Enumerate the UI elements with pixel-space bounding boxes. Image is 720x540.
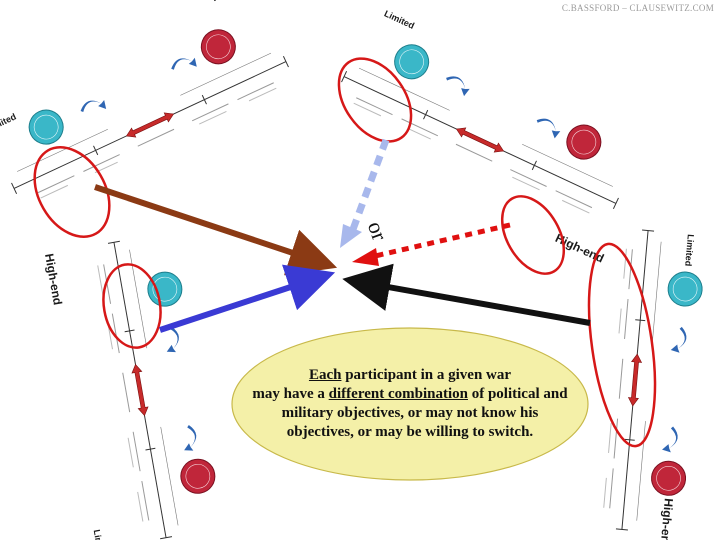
brown-arrow [94, 184, 338, 276]
spectrum-panel-top-left: Limited High-end [0, 0, 295, 208]
high-end-label: High-end [42, 253, 65, 307]
highlight-ellipse-center-right [500, 195, 566, 275]
black-arrow [342, 263, 591, 326]
caption-line1-rest: participant in a given war [341, 367, 512, 383]
highlight-ellipse-top-right [337, 57, 413, 143]
high-end-label: High-end [657, 498, 675, 540]
caption-emphasis-combination: different combination [328, 386, 468, 402]
credit-text: C.BASSFORD – CLAUSEWITZ.COM [561, 3, 714, 13]
caption-line4: objectives, or may be willing to switch. [286, 424, 534, 440]
dashed-lightblue-arrowhead [340, 224, 362, 248]
blue-arrow [159, 264, 336, 333]
caption-line2-a: may have a [252, 386, 329, 402]
limited-label: Limited [683, 234, 696, 267]
spectrum-panel-bottom-left: High-end Limited [42, 231, 225, 540]
highlight-ellipse-bottom-left [102, 263, 162, 349]
limited-label: Limited [383, 8, 416, 31]
caption-line3: military objectives, or may not know his [281, 405, 539, 421]
caption-box: Each participant in a given war may have… [218, 350, 602, 458]
dashed-red-arrowhead [352, 248, 379, 266]
highlight-ellipse-right [587, 242, 657, 448]
limited-label: Limited [0, 111, 18, 134]
high-end-label: High-end [209, 0, 262, 4]
caption-emphasis-each: Each [308, 367, 342, 383]
caption-ellipse [231, 327, 589, 481]
caption-line2-b: of political and [467, 386, 568, 402]
highlight-ellipse-top-left [33, 146, 111, 238]
caption-text: Each participant in a given war may have… [252, 366, 567, 442]
dashed-lightblue-arrow [348, 138, 390, 234]
dashed-red-arrow [374, 222, 511, 259]
limited-label: Limited [92, 529, 107, 540]
spectrum-panel-right: Limited High-end [601, 228, 708, 540]
